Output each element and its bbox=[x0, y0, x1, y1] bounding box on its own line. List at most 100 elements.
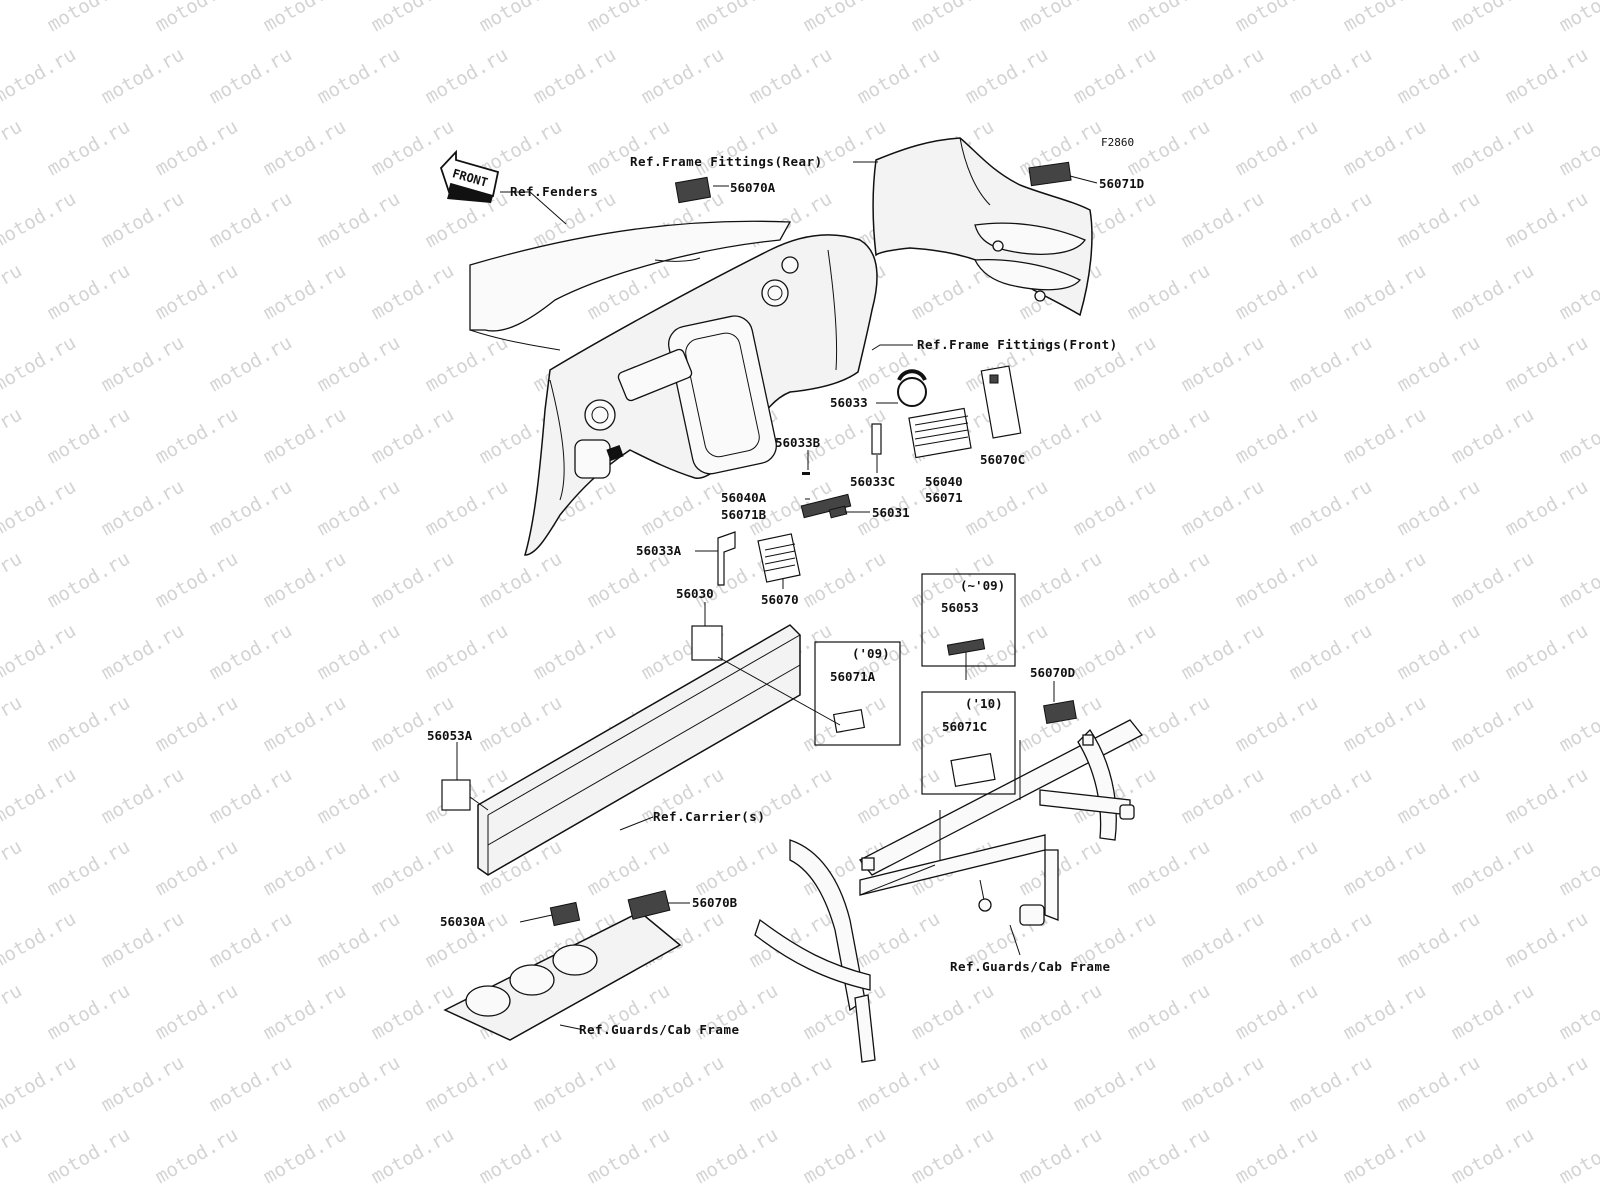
watermark-text: motod.ru bbox=[1124, 980, 1214, 1045]
watermark-text: motod.ru bbox=[314, 188, 404, 253]
dashboard-panel bbox=[524, 234, 878, 556]
watermark-text: motod.ru bbox=[530, 1052, 620, 1117]
watermark-text: motod.ru bbox=[1556, 1124, 1600, 1189]
watermark-text: motod.ru bbox=[98, 1052, 188, 1117]
watermark-text: motod.ru bbox=[314, 1196, 404, 1200]
watermark-text: motod.ru bbox=[206, 44, 296, 109]
watermark-text: motod.ru bbox=[1286, 476, 1376, 541]
ref-guards-cab-frame-right: Ref.Guards/Cab Frame bbox=[950, 959, 1111, 974]
watermark-text: motod.ru bbox=[260, 980, 350, 1045]
watermark-text: motod.ru bbox=[1448, 1124, 1538, 1189]
part-label-56053: 56053 bbox=[941, 600, 979, 615]
watermark-text: motod.ru bbox=[422, 1052, 512, 1117]
decal-56070B bbox=[627, 890, 671, 920]
watermark-text: motod.ru bbox=[44, 260, 134, 325]
watermark-text: motod.ru bbox=[98, 908, 188, 973]
part-label-56033A: 56033A bbox=[636, 543, 682, 558]
part-label-56030: 56030 bbox=[676, 586, 714, 601]
decal-56030A bbox=[549, 901, 581, 927]
leader-lines bbox=[456, 161, 1098, 1031]
watermark-text: motod.ru bbox=[0, 0, 26, 36]
watermark-text: motod.ru bbox=[98, 44, 188, 109]
watermark-text: motod.ru bbox=[1232, 548, 1322, 613]
year-box-56071A bbox=[814, 641, 901, 746]
watermark-text: motod.ru bbox=[0, 908, 80, 973]
watermark-text: motod.ru bbox=[206, 620, 296, 685]
watermark-text: motod.ru bbox=[1232, 692, 1322, 757]
watermark-text: motod.ru bbox=[422, 332, 512, 397]
watermark-text: motod.ru bbox=[0, 332, 80, 397]
watermark-text: motod.ru bbox=[800, 1124, 890, 1189]
watermark-text: motod.ru bbox=[584, 116, 674, 181]
watermark-text: motod.ru bbox=[1016, 548, 1106, 613]
watermark-text: motod.ru bbox=[206, 188, 296, 253]
watermark-text: motod.ru bbox=[1556, 692, 1600, 757]
watermark-text: motod.ru bbox=[422, 476, 512, 541]
watermark-text: motod.ru bbox=[692, 1124, 782, 1189]
watermark-text: motod.ru bbox=[584, 1124, 674, 1189]
watermark-text: motod.ru bbox=[98, 764, 188, 829]
watermark-text: motod.ru bbox=[152, 980, 242, 1045]
watermark-text: motod.ru bbox=[1124, 0, 1214, 36]
watermark-text: motod.ru bbox=[152, 692, 242, 757]
decal-56033A bbox=[717, 531, 736, 586]
watermark-text: motod.ru bbox=[1286, 44, 1376, 109]
watermark-text: motod.ru bbox=[1502, 764, 1592, 829]
watermark-text: motod.ru bbox=[584, 836, 674, 901]
decal-56071A bbox=[832, 709, 866, 733]
watermark-text: motod.ru bbox=[1340, 404, 1430, 469]
watermark-text: motod.ru bbox=[1340, 1124, 1430, 1189]
watermark-text: motod.ru bbox=[260, 1124, 350, 1189]
watermark-text: motod.ru bbox=[1124, 1124, 1214, 1189]
watermark-text: motod.ru bbox=[314, 620, 404, 685]
watermark-text: motod.ru bbox=[152, 404, 242, 469]
watermark-text: motod.ru bbox=[368, 548, 458, 613]
watermark-text: motod.ru bbox=[1070, 44, 1160, 109]
watermark-text: motod.ru bbox=[260, 692, 350, 757]
watermark-text: motod.ru bbox=[206, 1196, 296, 1200]
watermark-text: motod.ru bbox=[1016, 404, 1106, 469]
watermark-text: motod.ru bbox=[314, 1052, 404, 1117]
watermark-text: motod.ru bbox=[1556, 980, 1600, 1045]
decal-56033B bbox=[802, 472, 810, 475]
watermark-text: motod.ru bbox=[692, 836, 782, 901]
watermark-text: motod.ru bbox=[908, 980, 998, 1045]
watermark-text: motod.ru bbox=[368, 260, 458, 325]
decal-56033C bbox=[871, 423, 882, 455]
watermark-text: motod.ru bbox=[476, 692, 566, 757]
part-label-56040: 56040 bbox=[925, 474, 963, 489]
watermark-text: motod.ru bbox=[1448, 692, 1538, 757]
watermark-text: motod.ru bbox=[1124, 116, 1214, 181]
watermark-text: motod.ru bbox=[1340, 260, 1430, 325]
watermark-text: motod.ru bbox=[98, 1196, 188, 1200]
watermark-text: motod.ru bbox=[854, 908, 944, 973]
fender-panel bbox=[469, 220, 792, 351]
watermark-text: motod.ru bbox=[1340, 0, 1430, 36]
watermark-text: motod.ru bbox=[800, 548, 890, 613]
watermark-text: motod.ru bbox=[1556, 404, 1600, 469]
watermark-text: motod.ru bbox=[1286, 764, 1376, 829]
watermark-text: motod.ru bbox=[152, 260, 242, 325]
watermark-text: motod.ru bbox=[1556, 116, 1600, 181]
watermark-text: motod.ru bbox=[476, 548, 566, 613]
watermark-text: motod.ru bbox=[44, 0, 134, 36]
watermark-text: motod.ru bbox=[692, 0, 782, 36]
ref-carriers: Ref.Carrier(s) bbox=[653, 809, 765, 824]
watermark-text: motod.ru bbox=[44, 1124, 134, 1189]
watermark-text: motod.ru bbox=[0, 116, 26, 181]
watermark-text: motod.ru bbox=[260, 0, 350, 36]
part-label-56070: 56070 bbox=[761, 592, 799, 607]
part-label-56071: 56071 bbox=[925, 490, 963, 505]
part-label-56071A: 56071A bbox=[830, 669, 876, 684]
watermark-text: motod.ru bbox=[314, 908, 404, 973]
watermark-text: motod.ru bbox=[368, 0, 458, 36]
watermark-text: motod.ru bbox=[1556, 0, 1600, 36]
part-label-56071B: 56071B bbox=[721, 507, 767, 522]
watermark-text: motod.ru bbox=[1448, 980, 1538, 1045]
decal-56030 bbox=[691, 625, 723, 661]
watermark-text: motod.ru bbox=[800, 0, 890, 36]
watermark-text: motod.ru bbox=[1178, 1196, 1268, 1200]
watermark-text: motod.ru bbox=[422, 44, 512, 109]
